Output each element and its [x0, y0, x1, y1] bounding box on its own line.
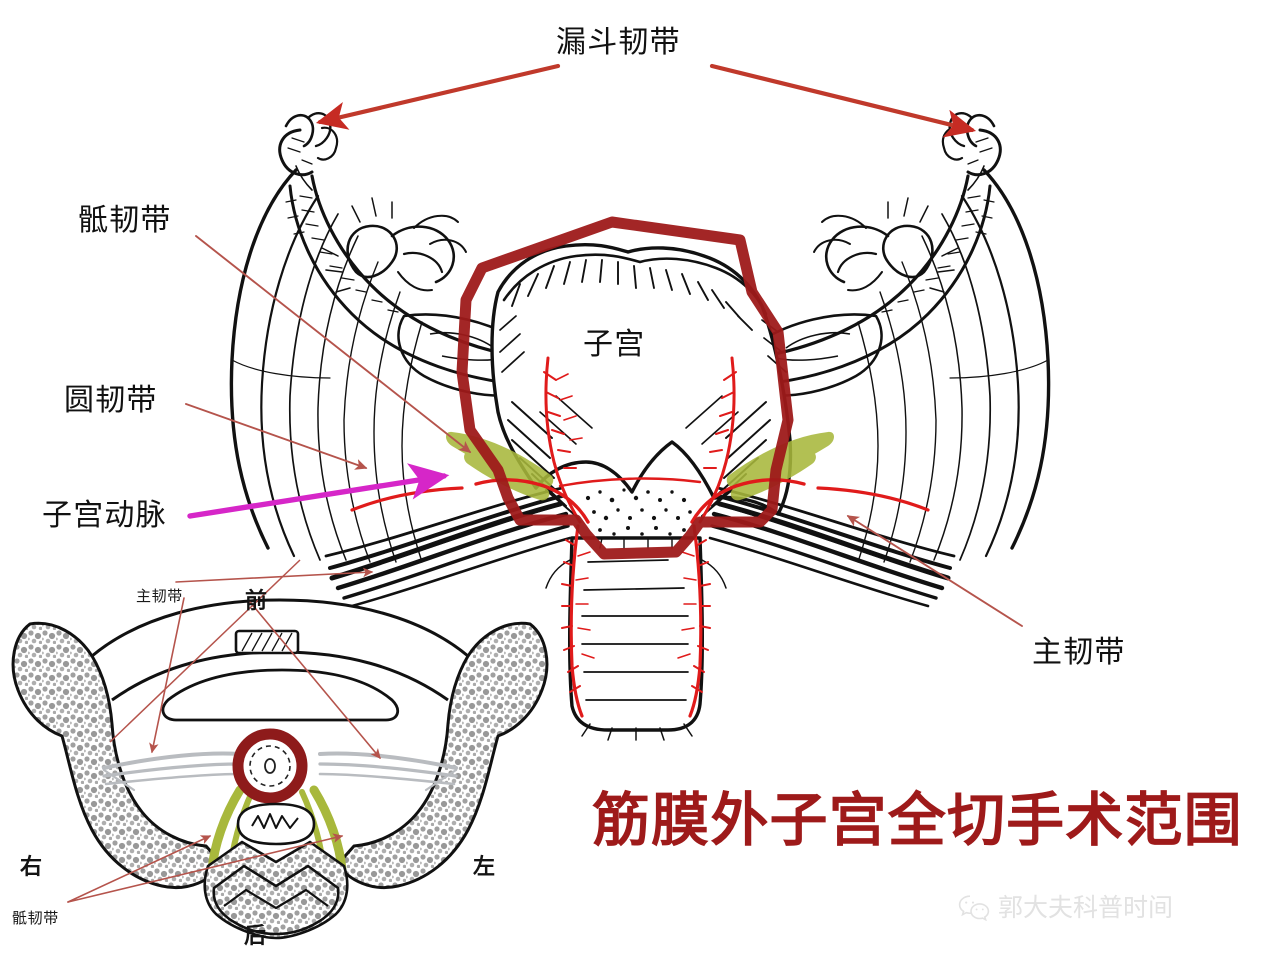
- inset-rectum: [236, 802, 316, 846]
- label-inset-left: 左: [473, 854, 496, 880]
- label-inset-right: 右: [20, 854, 43, 880]
- label-inset-posterior: 后: [244, 923, 267, 949]
- wechat-icon: [958, 893, 990, 921]
- uterine-artery-vessels: [350, 356, 930, 718]
- inset-cardinal-ligament-bands: [102, 751, 458, 792]
- watermark: 郭大夫科普时间: [958, 893, 1173, 921]
- inset-pelvis-diagram: [11, 597, 549, 940]
- inset-pelvic-bone: [11, 598, 549, 889]
- inset-symphysis-pubis: [234, 629, 300, 655]
- label-uterosacral-ligament: 骶韧带: [78, 203, 172, 238]
- page-title: 筋膜外子宫全切手术范围: [592, 786, 1243, 854]
- label-inset-uterosacral-ligament: 骶韧带: [12, 909, 59, 927]
- inset-sacrum: [203, 840, 349, 940]
- fallopian-tube-right: [730, 112, 1002, 388]
- inset-crossing-leader: [109, 559, 301, 743]
- cervix-and-vagina: [568, 536, 704, 732]
- label-infundibulopelvic-ligament: 漏斗韧带: [556, 25, 681, 60]
- label-inset-cardinal-ligament: 主韧带: [136, 587, 183, 605]
- leader-lines-main: [175, 63, 1023, 627]
- label-uterine-artery: 子宫动脉: [42, 498, 167, 533]
- resection-outline: [456, 216, 794, 560]
- uterus-fundus-hatching: [499, 253, 787, 373]
- label-inset-anterior: 前: [245, 588, 268, 614]
- label-round-ligament: 圆韧带: [64, 383, 158, 418]
- inset-cervix-ring: [232, 728, 308, 804]
- uterosacral-ligament-green-left: [446, 431, 554, 501]
- label-uterus: 子宫: [583, 327, 646, 362]
- inset-bladder: [161, 668, 400, 722]
- watermark-text: 郭大夫科普时间: [998, 892, 1174, 922]
- label-cardinal-ligament: 主韧带: [1032, 635, 1126, 670]
- broad-ligament-right: [857, 168, 1051, 563]
- inset-leader-lines: [67, 597, 381, 903]
